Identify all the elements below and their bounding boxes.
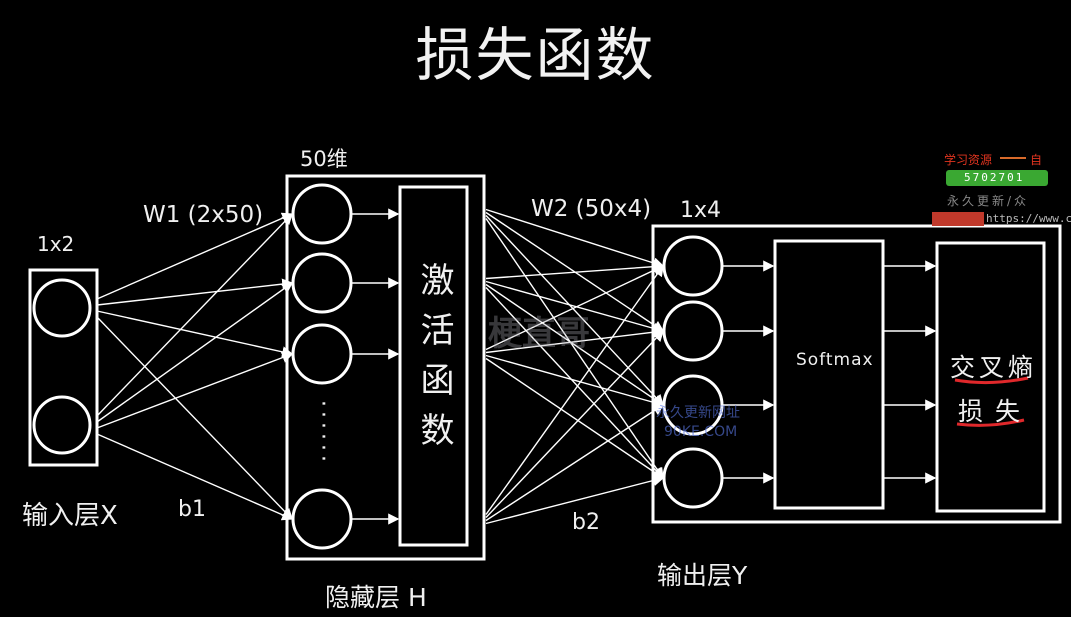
output-node-4 (662, 447, 724, 509)
w1-edge (96, 282, 294, 423)
input-node-1 (32, 278, 92, 338)
connection-lines (96, 208, 937, 525)
hidden-dim-label: 50维 (300, 147, 348, 171)
input-layer-box (28, 268, 99, 467)
b1-label: b1 (178, 497, 206, 522)
w2-edge (485, 283, 665, 406)
badge-line1: 学习资源 (944, 153, 993, 167)
w2-edge (485, 404, 665, 522)
hidden-layer-label: 隐藏层 H (325, 583, 427, 612)
output-node-1 (662, 235, 724, 297)
hidden-node-3 (291, 323, 353, 385)
w2-edge (485, 265, 665, 351)
input-node-2 (32, 395, 92, 455)
w1-label: W1 (2x50) (143, 202, 264, 228)
w2-edge (485, 261, 665, 280)
loss-label-line2: 损失 (958, 397, 1033, 426)
arrow-icon (1000, 157, 1026, 159)
output-layer-label: 输出层Y (657, 561, 748, 590)
w2-label: W2 (50x4) (531, 196, 652, 222)
hidden-layer-box (285, 174, 486, 561)
output-layer-box (651, 224, 1062, 524)
hidden-dots: ······ (310, 400, 335, 466)
w2-edge (485, 475, 665, 525)
w2-edge (485, 326, 665, 354)
w1-edge (96, 212, 293, 417)
w2-edge (485, 329, 664, 518)
output-node-2 (662, 300, 724, 362)
w1-edge (96, 310, 294, 358)
loss-box (935, 241, 1046, 513)
page-title: 损失函数 (415, 21, 656, 89)
hidden-node-2 (291, 252, 353, 314)
blue-watermark-2: 90KE.COM (664, 424, 738, 440)
w1-edge (96, 278, 294, 306)
badge-line3: 永久更新/众 (947, 194, 1030, 208)
hidden-node-50 (291, 488, 353, 550)
w1-edge (96, 352, 294, 429)
w2-edge (485, 215, 664, 407)
w2-edge (485, 208, 665, 269)
input-dim-label: 1x2 (37, 232, 75, 256)
softmax-label: Softmax (796, 350, 874, 370)
qq-number: 5702701 (946, 170, 1048, 186)
w1-edge (96, 316, 293, 521)
loss-underline-2 (956, 418, 1025, 427)
loss-label-line1: 交叉熵 (950, 353, 1038, 382)
loss-underline-1 (954, 376, 1029, 385)
w1-edge (96, 433, 294, 521)
blue-watermark-1: 永久更新网址 (656, 405, 740, 421)
input-layer-label: 输入层X (22, 501, 118, 531)
w2-edge (485, 354, 665, 408)
activation-label: 激活函数 (414, 262, 454, 462)
w2-edge (485, 218, 664, 480)
output-dim-label: 1x4 (680, 198, 722, 223)
softmax-box (773, 239, 885, 510)
activation-box (398, 185, 469, 547)
hidden-node-1 (291, 183, 353, 245)
w1-edge (96, 212, 294, 300)
badge-logo-block (932, 212, 984, 226)
badge-url: https://www.c (986, 212, 1071, 225)
w2-edge (485, 287, 664, 480)
badge-line1-tail: 自 (1030, 153, 1043, 167)
w2-edge (485, 264, 664, 515)
w2-edge (485, 357, 665, 479)
b2-label: b2 (572, 510, 600, 535)
center-watermark: 梗直哥 (488, 314, 590, 354)
w2-edge (485, 280, 665, 334)
resource-badge: 学习资源 自 5702701 永久更新/众 https://www.c (932, 150, 1071, 230)
